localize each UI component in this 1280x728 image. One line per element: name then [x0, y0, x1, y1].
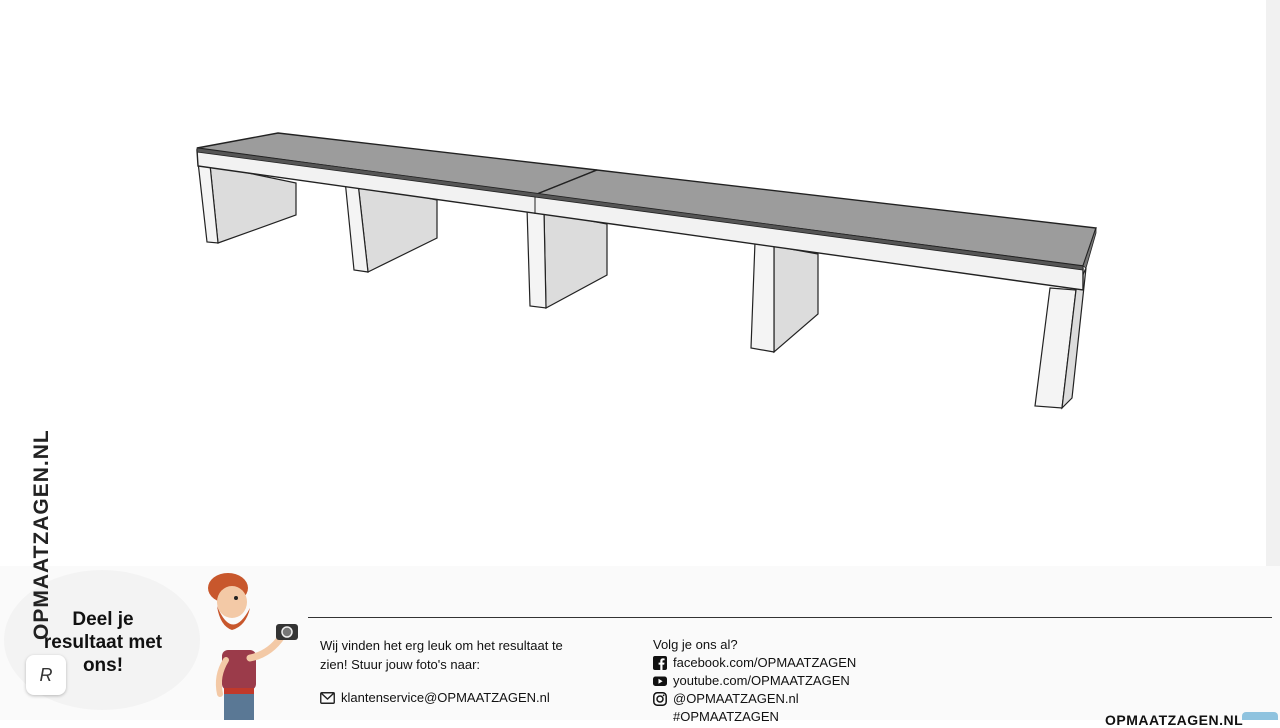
brand-logo-icon[interactable]: R — [26, 655, 66, 695]
leg-panel — [773, 245, 819, 354]
email-address: klantenservice@OPMAATZAGEN.nl — [341, 690, 550, 705]
social-link-youtube[interactable]: youtube.com/OPMAATZAGEN — [653, 672, 856, 690]
logo-mark: R — [39, 664, 53, 685]
social-label: @OPMAATZAGEN.nl — [673, 691, 799, 706]
chat-widget-tab[interactable] — [1242, 712, 1278, 720]
bench-top-side — [1082, 227, 1097, 269]
vertical-brand-label: OPMAATZAGEN.NL — [30, 429, 53, 640]
leg-panel — [543, 211, 608, 309]
social-label: youtube.com/OPMAATZAGEN — [673, 673, 850, 688]
page-scrollbar[interactable] — [1266, 0, 1280, 720]
leg-edge — [750, 241, 775, 353]
hashtag: #OPMAATZAGEN — [673, 709, 779, 724]
social-link-facebook[interactable]: facebook.com/OPMAATZAGEN — [653, 654, 856, 672]
envelope-icon — [320, 691, 335, 704]
bench-top-edge — [196, 147, 1084, 271]
bubble-title: Deel je resultaat met ons! — [43, 609, 163, 676]
mascot-illustration — [200, 570, 304, 720]
follow-title: Volg je ons al? — [653, 637, 738, 652]
footer-brand: OPMAATZAGEN.NL — [1105, 712, 1244, 728]
3d-model-viewport[interactable] — [0, 0, 1266, 566]
share-instructions: Wij vinden het erg leuk om het resultaat… — [320, 638, 563, 672]
youtube-icon — [653, 674, 667, 688]
instagram-icon — [653, 692, 667, 706]
footer-divider — [308, 617, 1272, 618]
social-link-instagram[interactable]: @OPMAATZAGEN.nl — [653, 690, 856, 708]
facebook-icon — [653, 656, 667, 670]
leg-edge — [526, 207, 547, 309]
email-link[interactable]: klantenservice@OPMAATZAGEN.nl — [320, 690, 550, 705]
social-follow: Volg je ons al? facebook.com/OPMAATZAGEN… — [653, 636, 856, 726]
bench-model — [196, 132, 1097, 410]
social-label: facebook.com/OPMAATZAGEN — [673, 655, 857, 670]
